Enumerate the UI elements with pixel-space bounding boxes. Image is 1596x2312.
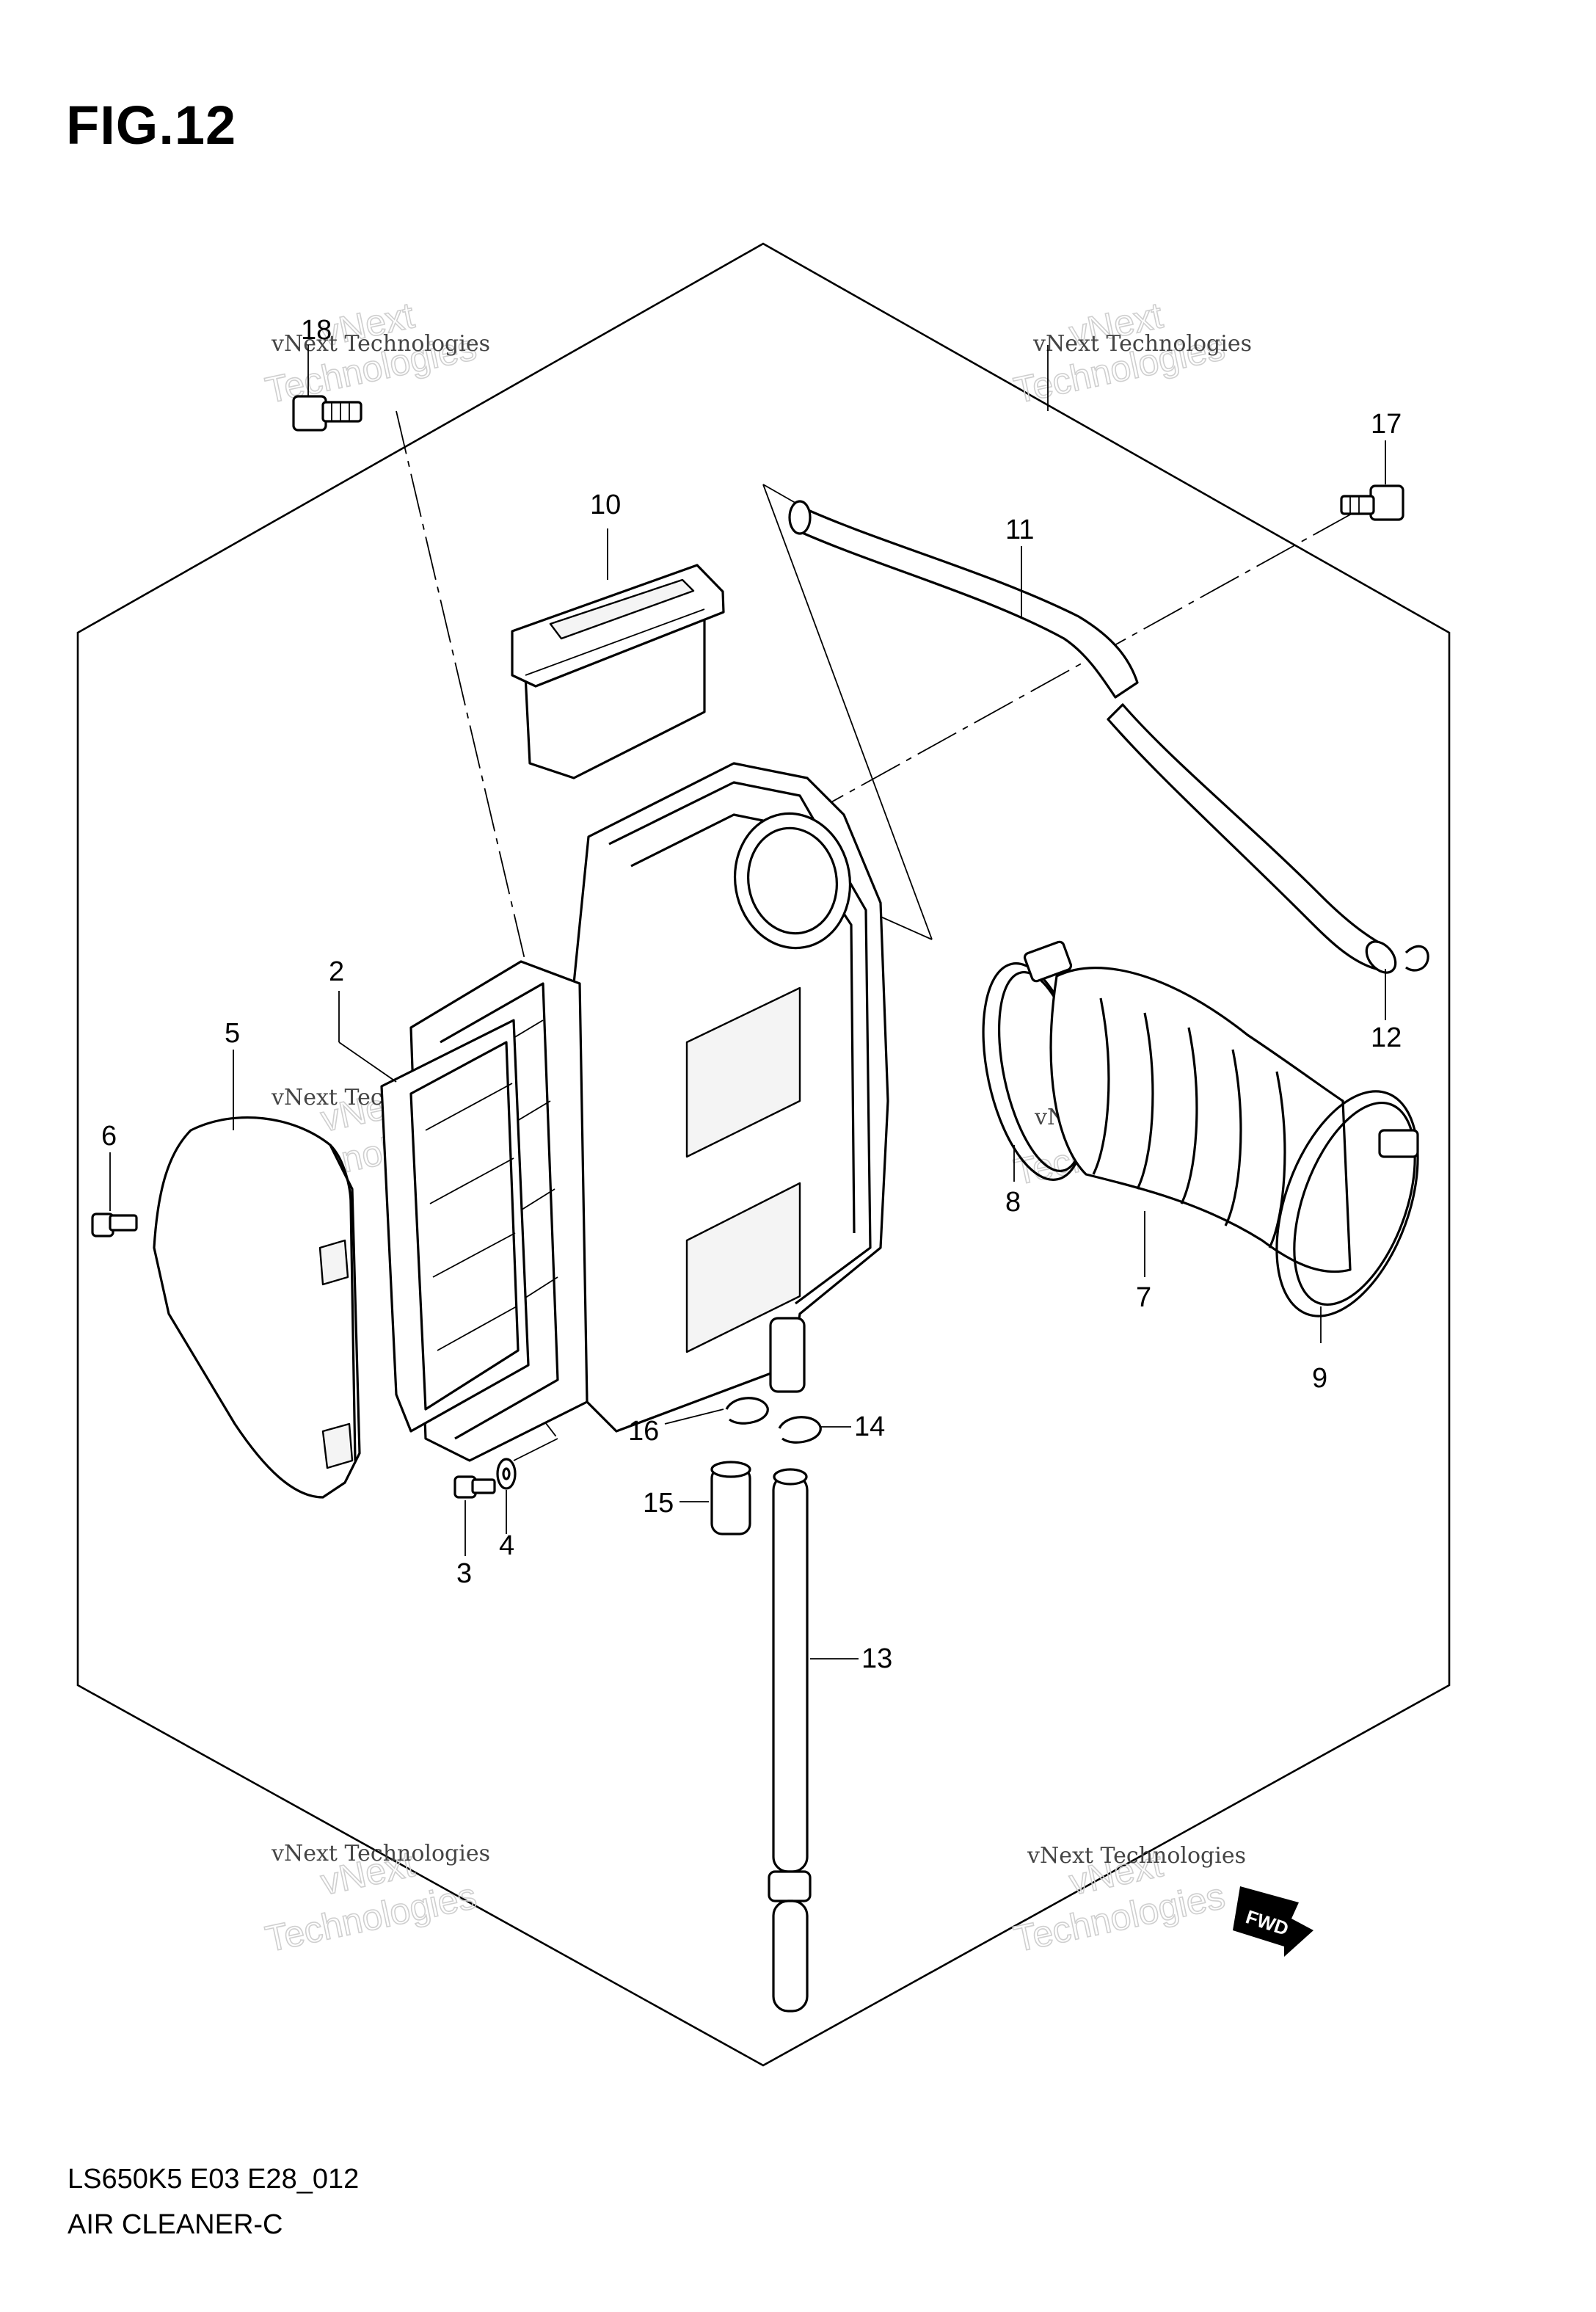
part-15-plug <box>710 1461 751 1535</box>
callout-16: 16 <box>628 1416 659 1447</box>
diagram-name: AIR CLEANER-C <box>68 2209 283 2240</box>
callout-7: 7 <box>1136 1282 1151 1313</box>
part-9-clamp <box>1275 1090 1419 1317</box>
callout-3: 3 <box>456 1558 472 1589</box>
callout-labels: 18 17 10 11 2 5 6 12 8 7 9 16 14 15 3 4 … <box>101 315 1402 1674</box>
part-3-screw <box>453 1475 496 1499</box>
hexagon-frame <box>76 242 1451 2067</box>
part-18-bolt <box>292 395 362 432</box>
callout-2: 2 <box>329 956 344 987</box>
part-5-cover <box>153 1116 361 1499</box>
watermark-text: vNext Technologies <box>1027 1843 1246 1869</box>
callout-12: 12 <box>1371 1022 1402 1053</box>
part-2-element <box>380 1019 530 1433</box>
part-10-intake-duct <box>511 564 725 779</box>
watermark-text: vNext Technologies <box>271 1841 490 1866</box>
part-17-bolt <box>1340 484 1404 521</box>
callout-6: 6 <box>101 1121 117 1152</box>
part-7-intake-pipe <box>1049 967 1352 1273</box>
watermark-text: vNext Technologies <box>1032 331 1252 357</box>
callout-15: 15 <box>643 1488 674 1519</box>
callout-11: 11 <box>1005 515 1034 545</box>
part-6-screw <box>91 1213 138 1237</box>
watermark-text: vNext Technologies <box>271 331 490 357</box>
callout-8: 8 <box>1005 1187 1021 1218</box>
callout-leaders <box>109 345 1386 1660</box>
callout-17: 17 <box>1371 409 1402 440</box>
part-4-washer <box>496 1458 517 1490</box>
callout-5: 5 <box>225 1018 240 1049</box>
callout-18: 18 <box>301 315 332 346</box>
callout-14: 14 <box>854 1411 885 1442</box>
part-11-hose <box>788 500 1397 974</box>
model-code: LS650K5 E03 E28_012 <box>68 2164 360 2195</box>
figure-title: FIG.12 <box>66 95 237 156</box>
fwd-badge: FWD <box>1233 1886 1313 1957</box>
part-13-drain-hose <box>768 1468 812 2013</box>
part-14-clip <box>778 1416 822 1444</box>
callout-13: 13 <box>861 1643 892 1674</box>
part-16-clip <box>725 1397 769 1425</box>
callout-10: 10 <box>590 490 621 520</box>
callout-9: 9 <box>1312 1363 1327 1394</box>
part-12-clip <box>1404 945 1429 972</box>
callout-4: 4 <box>499 1530 514 1561</box>
